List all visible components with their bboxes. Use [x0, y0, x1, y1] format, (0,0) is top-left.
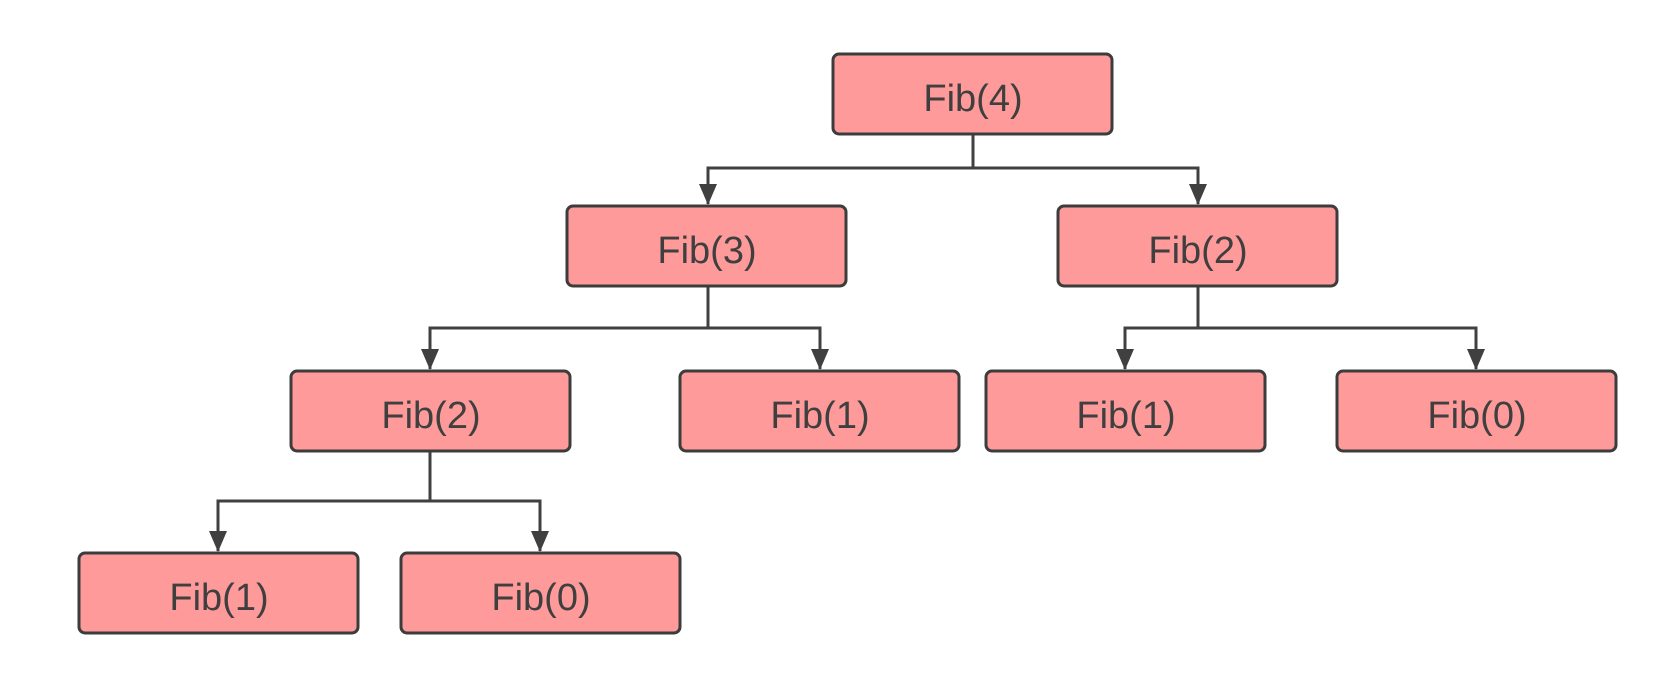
- node-label: Fib(3): [657, 230, 756, 272]
- connector-leftfib2-to-fib1: [216, 451, 432, 551]
- connector-fib3-to-fib2: [428, 286, 710, 369]
- arrowhead-icon: [1189, 184, 1207, 205]
- node-fib4-root: Fib(4): [831, 52, 1114, 136]
- connector-root-to-fib2: [973, 166, 1200, 204]
- arrowhead-icon: [811, 349, 829, 370]
- node-fib1-c: Fib(1): [77, 551, 360, 635]
- node-fib2-left: Fib(2): [289, 369, 572, 453]
- node-fib0-a: Fib(0): [1335, 369, 1618, 453]
- node-label: Fib(2): [1148, 230, 1247, 272]
- arrowheads: [209, 184, 1485, 552]
- node-label: Fib(2): [381, 395, 480, 437]
- connector-leftfib2-to-fib0: [430, 499, 542, 551]
- node-label: Fib(1): [770, 395, 869, 437]
- arrowhead-icon: [1116, 349, 1134, 370]
- node-label: Fib(4): [923, 78, 1022, 120]
- node-fib2-right: Fib(2): [1056, 204, 1339, 288]
- node-label: Fib(1): [169, 577, 268, 619]
- node-fib1-a: Fib(1): [678, 369, 961, 453]
- connector-fib2-to-fib1: [1123, 286, 1200, 369]
- arrowhead-icon: [421, 349, 439, 370]
- node-fib1-b: Fib(1): [984, 369, 1267, 453]
- nodes: Fib(4) Fib(3) Fib(2) Fib(2) Fib(1) Fib(1…: [77, 52, 1618, 635]
- node-fib3: Fib(3): [565, 204, 848, 288]
- node-label: Fib(0): [1427, 395, 1526, 437]
- node-label: Fib(0): [491, 577, 590, 619]
- node-label: Fib(1): [1076, 395, 1175, 437]
- arrowhead-icon: [1467, 349, 1485, 370]
- arrowhead-icon: [699, 184, 717, 205]
- connector-fib3-to-fib1: [708, 326, 822, 369]
- connectors: [216, 134, 1478, 551]
- arrowhead-icon: [531, 531, 549, 552]
- connector-fib2-to-fib0: [1198, 326, 1478, 369]
- arrowhead-icon: [209, 531, 227, 552]
- connector-root-to-fib3: [706, 134, 975, 204]
- node-fib0-b: Fib(0): [399, 551, 682, 635]
